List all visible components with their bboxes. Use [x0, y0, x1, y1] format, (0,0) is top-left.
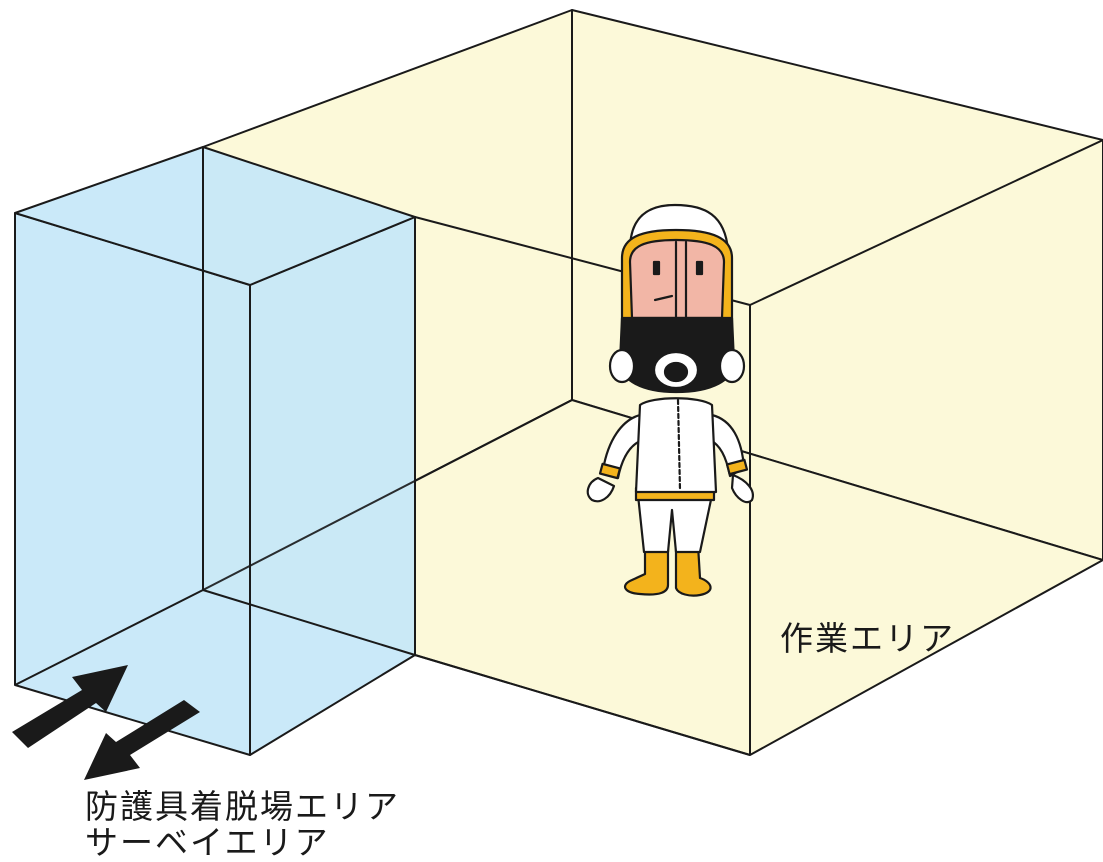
- suit-legs: [636, 493, 714, 554]
- mask-valve-inner: [663, 361, 689, 383]
- left-cuff: [598, 462, 622, 480]
- protective-suit-worker-icon: [586, 203, 754, 597]
- work-area-label: 作業エリア: [780, 619, 955, 658]
- ppe-area-right-face: [249, 216, 416, 756]
- arrow-in: [12, 665, 128, 748]
- left-glove: [586, 476, 616, 503]
- left-filter: [608, 348, 636, 384]
- right-cuff: [725, 458, 749, 476]
- right-filter: [718, 348, 746, 384]
- ppe-area-hidden-floor-right: [202, 589, 416, 656]
- work-area-top-right-edge: [749, 139, 1103, 306]
- suit-zipper: [676, 398, 682, 492]
- survey-area-label: サーベイエリア: [85, 823, 330, 862]
- mouth-line: [653, 294, 674, 302]
- ppe-area-label: 防護具着脱場エリア: [85, 787, 400, 826]
- left-boot: [623, 543, 670, 596]
- work-area-floor-edge: [414, 654, 751, 756]
- arrow-out: [84, 700, 200, 780]
- suit-torso: [634, 397, 718, 494]
- ppe-area-hidden-floor-left: [14, 589, 204, 686]
- ppe-area-room: [14, 146, 573, 756]
- right-glove: [730, 473, 754, 504]
- ppe-area-left-face: [14, 212, 251, 756]
- ppe-area-top-face: [14, 146, 416, 286]
- right-eye: [695, 260, 704, 276]
- ppe-area-room-floor-through: [202, 399, 573, 591]
- right-boot: [674, 543, 712, 597]
- bidirectional-arrows-icon: [12, 665, 200, 780]
- left-eye: [652, 260, 661, 276]
